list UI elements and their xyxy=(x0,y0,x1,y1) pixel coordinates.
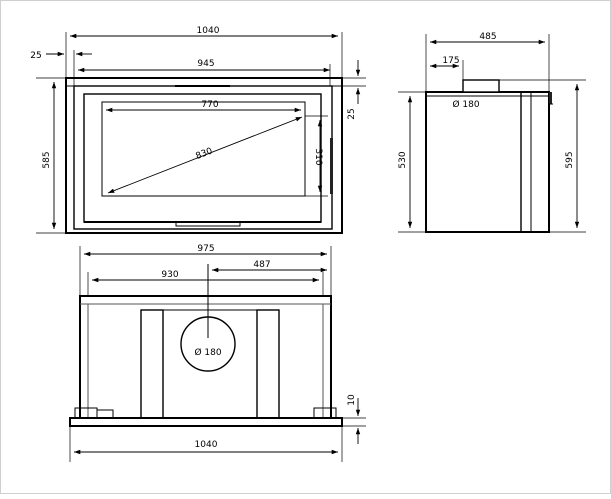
dim-overall-height-label: 585 xyxy=(42,151,52,168)
dim-487-label: 487 xyxy=(253,260,270,270)
right-support xyxy=(256,309,280,419)
dim-depth-label: 485 xyxy=(479,32,496,42)
left-support xyxy=(140,309,164,419)
glass-panel xyxy=(101,101,306,197)
dim-overall-height-label: 595 xyxy=(565,151,575,168)
left-foot xyxy=(74,407,98,419)
left-foot-tab xyxy=(96,409,114,419)
top-view: Ø 180 975 487 930 10 1040 xyxy=(69,244,366,462)
dim-overall-width-label: 1040 xyxy=(197,26,220,36)
side-handle xyxy=(330,138,333,194)
top-flue-diameter-label: Ø 180 xyxy=(194,347,221,358)
base-plate xyxy=(69,417,343,427)
door-handle-plate xyxy=(175,221,241,227)
dim-body-height-label: 530 xyxy=(398,151,408,168)
dim-glass-width-label: 770 xyxy=(201,100,218,110)
dim-line-glass-diagonal xyxy=(107,116,303,194)
dim-top-offset-label: 25 xyxy=(347,108,357,119)
dim-glass-height-label: 310 xyxy=(313,148,323,165)
right-foot xyxy=(313,407,337,419)
side-handle-top xyxy=(549,92,552,104)
dim-flue-diameter-label: Ø 180 xyxy=(452,99,479,110)
dim-flue-offset-label: 175 xyxy=(442,56,459,66)
dim-975-label: 975 xyxy=(197,244,214,254)
dim-base-height-label: 10 xyxy=(347,394,357,406)
dim-side-offset-label: 25 xyxy=(30,51,41,61)
dim-overall-width-label: 1040 xyxy=(195,440,218,450)
dim-inner-width-label: 945 xyxy=(197,59,214,69)
side-view: 485 175 Ø 180 530 595 xyxy=(398,32,586,233)
flue-collar xyxy=(462,79,500,93)
dim-930-label: 930 xyxy=(161,270,178,280)
dim-glass-diagonal-label: 830 xyxy=(194,146,214,162)
front-view: 1040 25 945 770 830 310 585 25 xyxy=(30,26,366,234)
